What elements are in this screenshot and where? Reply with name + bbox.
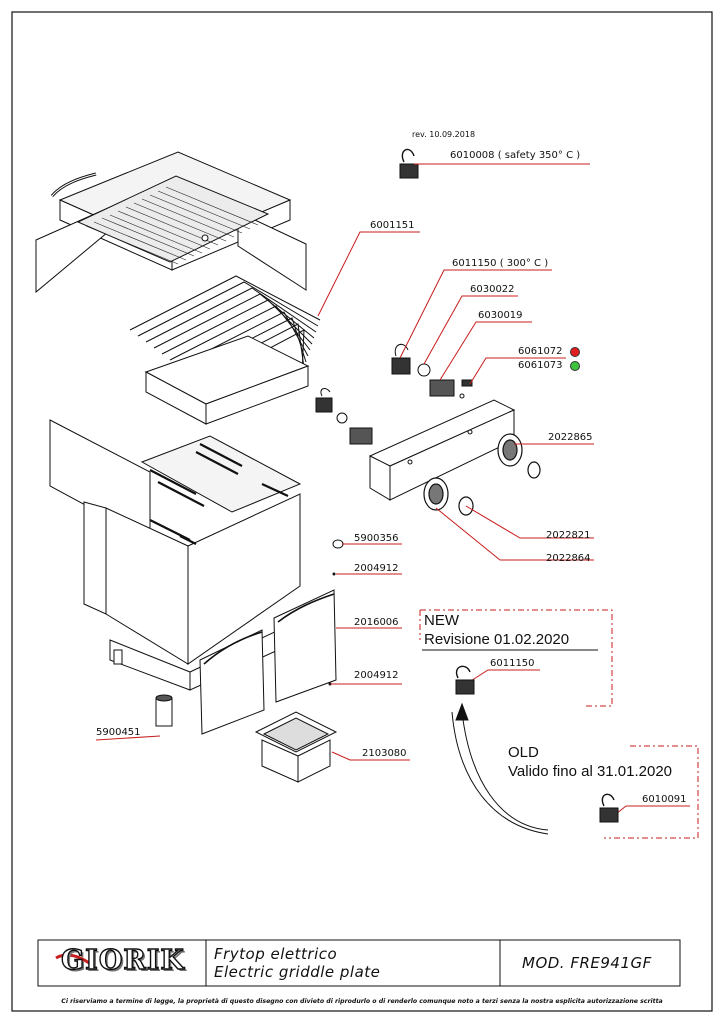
callout-5900451: 5900451 [96, 727, 141, 738]
door-right [273, 589, 337, 703]
knob-bezels [423, 433, 541, 516]
griddle-ribs [85, 186, 259, 265]
callout-6001151: 6001151 [370, 220, 415, 231]
callout-5900356: 5900356 [354, 533, 399, 544]
griddle-plate [35, 151, 307, 294]
new-title: NEW [424, 612, 459, 629]
drain-hole [201, 234, 209, 242]
control-panel [368, 393, 516, 501]
green-indicator-icon [570, 361, 580, 371]
callout-6030022: 6030022 [470, 284, 515, 295]
callout-2004912-a: 2004912 [354, 563, 399, 574]
callout-2103080: 2103080 [362, 748, 407, 759]
callout-2022865: 2022865 [548, 432, 593, 443]
cabinet [49, 419, 302, 691]
callout-6011150-new: 6011150 [490, 658, 535, 669]
brand-swoosh [55, 953, 97, 970]
copyright-notice: Ci riserviamo a termine di legge, la pro… [61, 998, 663, 1005]
old-revision-box [604, 745, 699, 839]
element-tray [144, 335, 310, 425]
screw-a [332, 572, 336, 576]
callout-2016006: 2016006 [354, 617, 399, 628]
top-vents [149, 443, 289, 545]
callout-6061072: 6061072 [518, 346, 563, 357]
callout-6061073: 6061073 [518, 360, 563, 371]
callout-6010008: 6010008 ( safety 350° C ) [450, 150, 581, 161]
hinge-part [332, 539, 344, 549]
new-subtitle: Revisione 01.02.2020 [424, 631, 570, 648]
safety-thermostat [399, 148, 419, 179]
drip-drawer [254, 711, 338, 783]
callout-2022864: 2022864 [546, 553, 591, 564]
leader-lines [95, 163, 690, 815]
callout-6011150-300: 6011150 ( 300° C ) [452, 258, 549, 269]
old-title: OLD [508, 744, 539, 761]
callout-6030019: 6030019 [478, 310, 523, 321]
foot [155, 694, 173, 727]
callout-2022821: 2022821 [546, 530, 591, 541]
sheet-border [11, 11, 713, 1012]
brand-logo: GIORIK [60, 945, 185, 976]
door-left [199, 629, 265, 735]
replacement-arrows [451, 702, 549, 835]
revision-date: rev. 10.09.2018 [412, 130, 476, 139]
new-thermostat-6011150 [455, 665, 475, 695]
thermostat-right [391, 343, 473, 397]
thermostat-left [315, 388, 373, 445]
product-name-en: Electric griddle plate [214, 963, 381, 981]
model-number: MOD. FRE941GF [522, 954, 652, 972]
callout-2004912-b: 2004912 [354, 670, 399, 681]
title-block [37, 939, 681, 987]
old-thermostat-6010091 [599, 793, 619, 823]
callout-6010091: 6010091 [642, 794, 687, 805]
red-indicator-icon [570, 347, 580, 357]
old-subtitle: Valido fino al 31.01.2020 [508, 763, 673, 780]
new-revision-box [419, 609, 613, 707]
product-name-it: Frytop elettrico [214, 945, 338, 963]
